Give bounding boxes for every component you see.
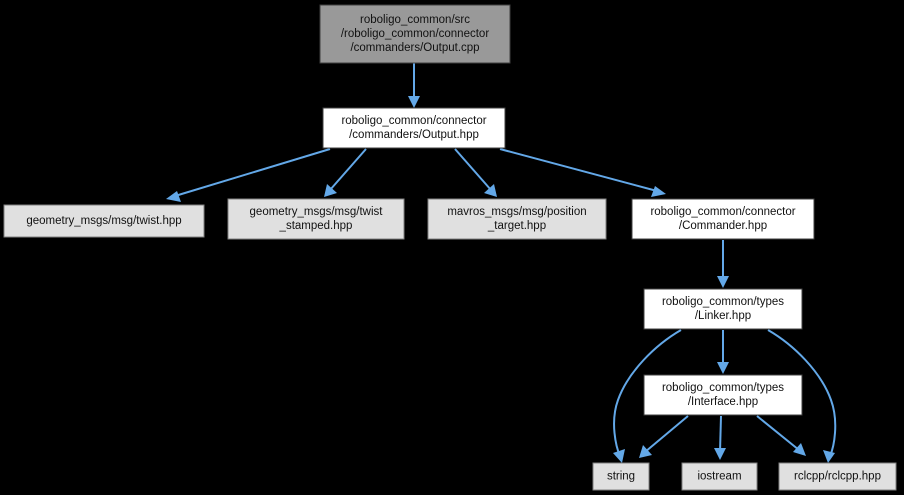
edge-arrowhead-icon xyxy=(714,448,726,460)
graph-edge xyxy=(408,63,420,108)
node-label: iostream xyxy=(697,471,741,483)
node-label: geometry_msgs/msg/twist.hpp xyxy=(26,215,181,227)
node-box[interactable] xyxy=(643,374,803,416)
edge-line xyxy=(756,415,800,451)
node-label: roboligo_common/connector/commanders/Out… xyxy=(341,115,486,141)
node-box[interactable] xyxy=(592,462,650,491)
node-box[interactable] xyxy=(3,204,205,238)
graph-edge xyxy=(717,240,729,288)
edge-arrowhead-icon xyxy=(408,96,420,108)
graph-edge xyxy=(324,148,367,197)
node-label: roboligo_common/connector/Commander.hpp xyxy=(650,206,795,232)
graph-edge xyxy=(756,415,806,456)
node-label: string xyxy=(607,471,635,483)
edge-arrowhead-icon xyxy=(166,191,181,202)
graph-edge xyxy=(499,148,666,197)
node-box[interactable] xyxy=(322,107,506,149)
node-box[interactable] xyxy=(681,462,758,491)
graph-node-commander_hpp[interactable]: roboligo_common/connector/Commander.hpp xyxy=(631,198,815,240)
node-box[interactable] xyxy=(631,198,815,240)
graph-node-interface_hpp[interactable]: roboligo_common/types/Interface.hpp xyxy=(643,374,803,416)
node-label: roboligo_common/types/Linker.hpp xyxy=(662,296,784,322)
graph-edge xyxy=(767,329,837,463)
graph-node-position_target_hpp[interactable]: mavros_msgs/msg/position_target.hpp xyxy=(427,198,607,240)
graph-node-twist_stamped_hpp[interactable]: geometry_msgs/msg/twist_stamped.hpp xyxy=(227,198,405,240)
graph-node-output_cpp[interactable]: roboligo_common/src/roboligo_common/conn… xyxy=(319,4,511,64)
edge-line xyxy=(454,148,492,191)
edge-arrowhead-icon xyxy=(717,362,729,374)
edge-arrowhead-icon xyxy=(651,186,666,197)
graph-node-rclcpp[interactable]: rclcpp/rclcpp.hpp xyxy=(778,462,897,491)
graph-edge xyxy=(714,415,726,460)
edge-line xyxy=(499,148,658,192)
node-label: geometry_msgs/msg/twist_stamped.hpp xyxy=(250,206,384,232)
edge-arrowhead-icon xyxy=(823,450,835,463)
graph-edge xyxy=(613,329,682,463)
edge-line xyxy=(174,148,331,197)
edge-line xyxy=(644,415,689,453)
edge-arrowhead-icon xyxy=(639,445,652,458)
graph-node-iostream[interactable]: iostream xyxy=(681,462,758,491)
edge-line xyxy=(719,415,722,453)
edge-arrowhead-icon xyxy=(793,443,806,456)
graph-node-output_hpp[interactable]: roboligo_common/connector/commanders/Out… xyxy=(322,107,506,149)
node-box[interactable] xyxy=(227,198,405,240)
graph-edge xyxy=(454,148,497,197)
node-box[interactable] xyxy=(319,4,511,64)
node-label: roboligo_common/src/roboligo_common/conn… xyxy=(341,14,489,54)
graph-edges xyxy=(166,63,837,463)
node-box[interactable] xyxy=(643,288,803,330)
graph-node-string[interactable]: string xyxy=(592,462,650,491)
graph-nodes: roboligo_common/src/roboligo_common/conn… xyxy=(3,4,897,491)
graph-node-twist_hpp[interactable]: geometry_msgs/msg/twist.hpp xyxy=(3,204,205,238)
graph-node-linker_hpp[interactable]: roboligo_common/types/Linker.hpp xyxy=(643,288,803,330)
graph-edge xyxy=(166,148,331,202)
node-box[interactable] xyxy=(427,198,607,240)
edge-arrowhead-icon xyxy=(324,184,337,197)
edge-line xyxy=(613,329,682,457)
edge-line xyxy=(329,148,367,191)
node-label: roboligo_common/types/Interface.hpp xyxy=(662,382,784,408)
node-label: mavros_msgs/msg/position_target.hpp xyxy=(447,206,586,232)
edge-arrowhead-icon xyxy=(717,276,729,288)
edge-arrowhead-icon xyxy=(484,184,497,197)
node-label: rclcpp/rclcpp.hpp xyxy=(794,471,881,483)
graph-edge xyxy=(639,415,689,458)
edge-line xyxy=(767,329,837,457)
edge-arrowhead-icon xyxy=(613,449,625,463)
graph-edge xyxy=(717,330,729,374)
node-box[interactable] xyxy=(778,462,897,491)
